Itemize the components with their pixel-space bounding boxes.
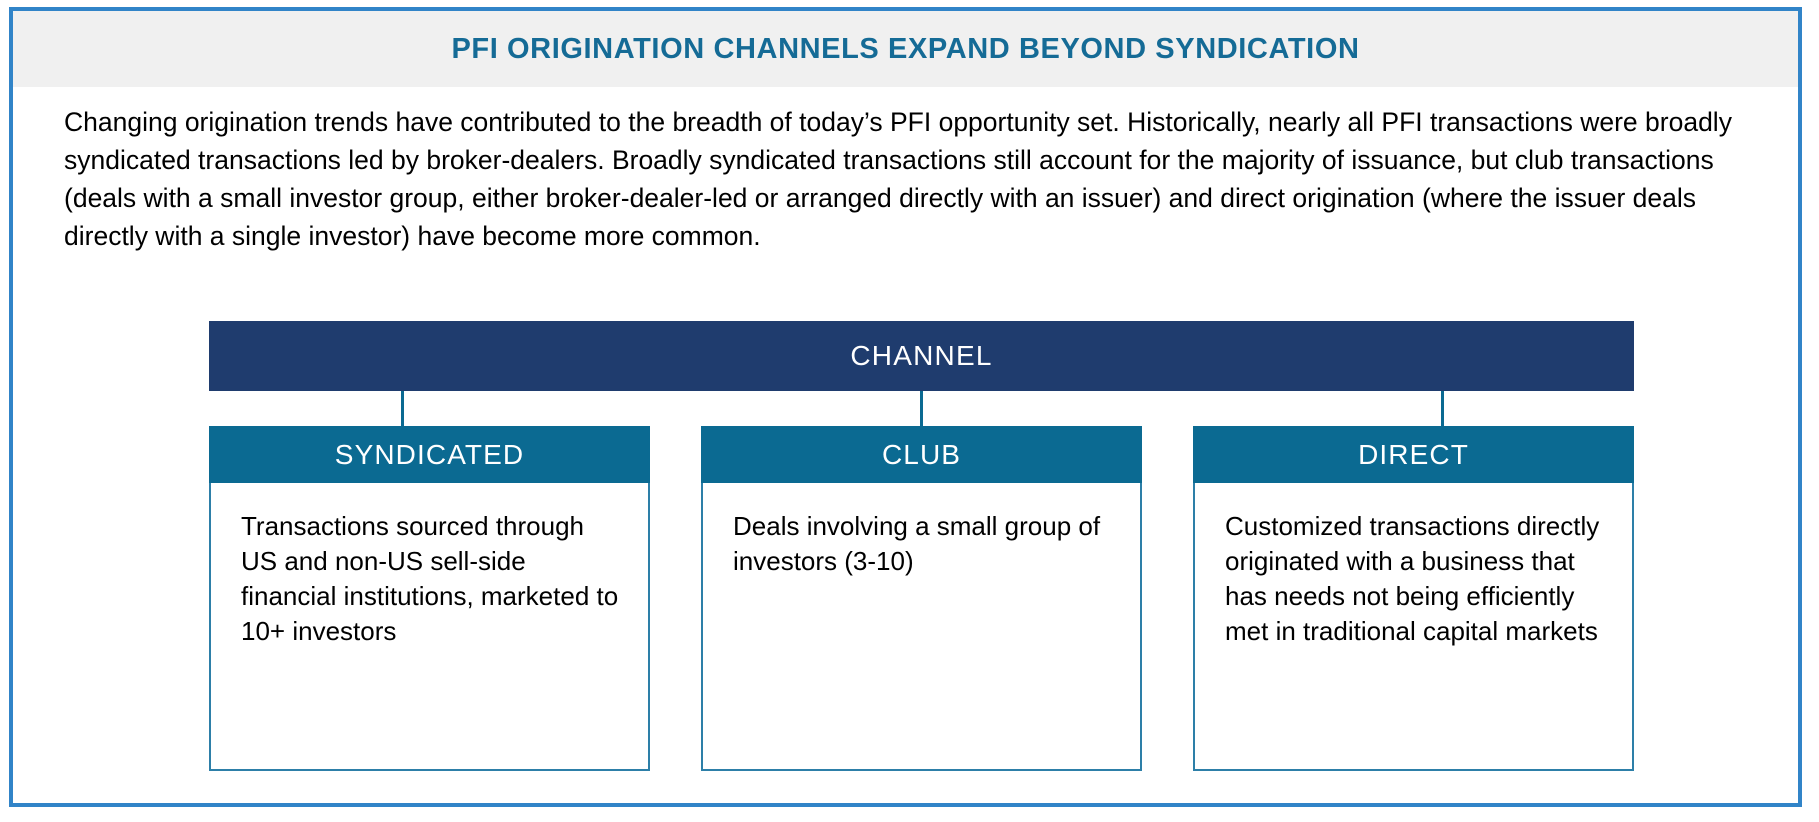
channel-columns: SYNDICATED Transactions sourced through … <box>209 426 1634 771</box>
channel-column-direct: DIRECT Customized transactions directly … <box>1193 426 1634 771</box>
connector-line-syndicated <box>401 391 404 426</box>
column-body-club: Deals involving a small group of investo… <box>701 483 1142 771</box>
page-title: PFI ORIGINATION CHANNELS EXPAND BEYOND S… <box>451 32 1360 65</box>
channel-header-bar: CHANNEL <box>209 321 1634 391</box>
connector-line-direct <box>1441 391 1444 426</box>
column-body-text-club: Deals involving a small group of investo… <box>733 511 1101 576</box>
column-body-direct: Customized transactions directly origina… <box>1193 483 1634 771</box>
column-header-label-direct: DIRECT <box>1358 438 1469 470</box>
column-body-text-direct: Customized transactions directly origina… <box>1225 511 1600 646</box>
channel-column-syndicated: SYNDICATED Transactions sourced through … <box>209 426 650 771</box>
channel-diagram: CHANNEL SYNDICATED Transactions sourced … <box>209 321 1634 771</box>
column-body-text-syndicated: Transactions sourced through US and non-… <box>241 511 619 646</box>
exhibit-container: PFI ORIGINATION CHANNELS EXPAND BEYOND S… <box>9 7 1802 807</box>
connector-lines <box>209 391 1634 426</box>
channel-header-label: CHANNEL <box>850 340 993 371</box>
column-header-direct: DIRECT <box>1193 426 1634 483</box>
column-header-syndicated: SYNDICATED <box>209 426 650 483</box>
title-band: PFI ORIGINATION CHANNELS EXPAND BEYOND S… <box>13 11 1798 87</box>
column-header-label-club: CLUB <box>881 438 962 470</box>
connector-line-club <box>920 391 923 426</box>
column-header-label-syndicated: SYNDICATED <box>334 438 525 470</box>
column-header-club: CLUB <box>701 426 1142 483</box>
channel-column-club: CLUB Deals involving a small group of in… <box>701 426 1142 771</box>
intro-paragraph: Changing origination trends have contrib… <box>64 107 1732 251</box>
column-body-syndicated: Transactions sourced through US and non-… <box>209 483 650 771</box>
